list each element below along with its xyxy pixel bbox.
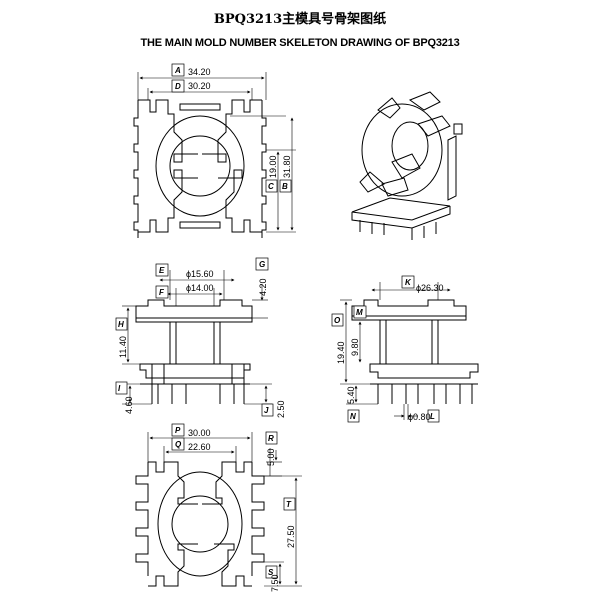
dim-label-D: D bbox=[175, 82, 181, 91]
dim-value-D: 30.20 bbox=[188, 81, 211, 91]
drawing-title-cn: BPQ3213主模具号骨架图纸 bbox=[213, 12, 387, 27]
dim-value-L: ϕ0.80 bbox=[408, 412, 431, 422]
dim-label-L: L bbox=[430, 412, 435, 421]
drawing-title-en: THE MAIN MOLD NUMBER SKELETON DRAWING OF… bbox=[140, 37, 460, 49]
dim-label-A: A bbox=[174, 66, 181, 75]
dim-label-T: T bbox=[286, 500, 292, 509]
dim-value-I: 4.60 bbox=[124, 396, 134, 414]
dim-value-E: ϕ15.60 bbox=[186, 269, 214, 279]
dim-value-J: 2.50 bbox=[276, 400, 286, 418]
dim-label-E: E bbox=[159, 266, 165, 275]
dim-value-N: 5.40 bbox=[346, 386, 356, 404]
dim-label-Q: Q bbox=[175, 440, 182, 449]
top-view-dimensions: A D 34.20 30.20 C B 19.00 31.80 bbox=[137, 63, 296, 233]
dim-label-C: C bbox=[268, 182, 274, 191]
dim-label-G: G bbox=[259, 260, 265, 269]
dim-label-M: M bbox=[356, 308, 363, 317]
dim-value-H: 11.40 bbox=[118, 336, 128, 358]
dim-label-B: B bbox=[282, 182, 288, 191]
dim-value-Q: 22.60 bbox=[188, 442, 211, 452]
dim-value-A: 34.20 bbox=[188, 67, 211, 77]
dim-value-F: ϕ14.00 bbox=[186, 283, 214, 293]
dim-value-B: 31.80 bbox=[282, 155, 292, 178]
dim-label-H: H bbox=[118, 320, 124, 329]
dim-value-T: 27.50 bbox=[286, 525, 296, 548]
isometric-view bbox=[351, 91, 463, 240]
dim-value-C: 19.00 bbox=[268, 155, 278, 178]
dim-value-R: 5.00 bbox=[266, 448, 276, 466]
top-view bbox=[133, 99, 267, 238]
dim-label-J: J bbox=[264, 406, 269, 415]
dim-label-K: K bbox=[405, 278, 412, 287]
flange-arc bbox=[155, 115, 245, 217]
front-view bbox=[135, 299, 253, 404]
dim-value-M: 9.80 bbox=[350, 338, 360, 356]
dim-label-F: F bbox=[159, 288, 165, 297]
front-view-dimensions: E F ϕ15.60 ϕ14.00 G 4.20 H 11.40 I 4.60 bbox=[115, 257, 286, 418]
dim-value-O: 19.40 bbox=[336, 341, 346, 364]
dim-value-S: 7.50 bbox=[270, 574, 280, 592]
dim-value-K: ϕ26.30 bbox=[416, 283, 444, 293]
dim-value-P: 30.00 bbox=[188, 428, 211, 438]
dim-label-P: P bbox=[175, 426, 181, 435]
bottom-view-dimensions: P Q 30.00 22.60 R 5.00 T S 27.50 7.50 bbox=[147, 423, 302, 592]
dim-label-I: I bbox=[118, 384, 121, 393]
dim-label-R: R bbox=[268, 434, 274, 443]
bottom-view bbox=[135, 461, 265, 587]
dim-value-G: 4.20 bbox=[258, 278, 268, 296]
dim-label-N: N bbox=[350, 412, 356, 421]
bobbin-bore-outline bbox=[169, 135, 231, 197]
dim-label-O: O bbox=[334, 316, 341, 325]
side-view bbox=[351, 299, 479, 404]
side-view-dimensions: K ϕ26.30 O M 19.40 9.80 N 5.40 L ϕ0 bbox=[331, 275, 451, 423]
dim-label-S: S bbox=[268, 568, 274, 577]
